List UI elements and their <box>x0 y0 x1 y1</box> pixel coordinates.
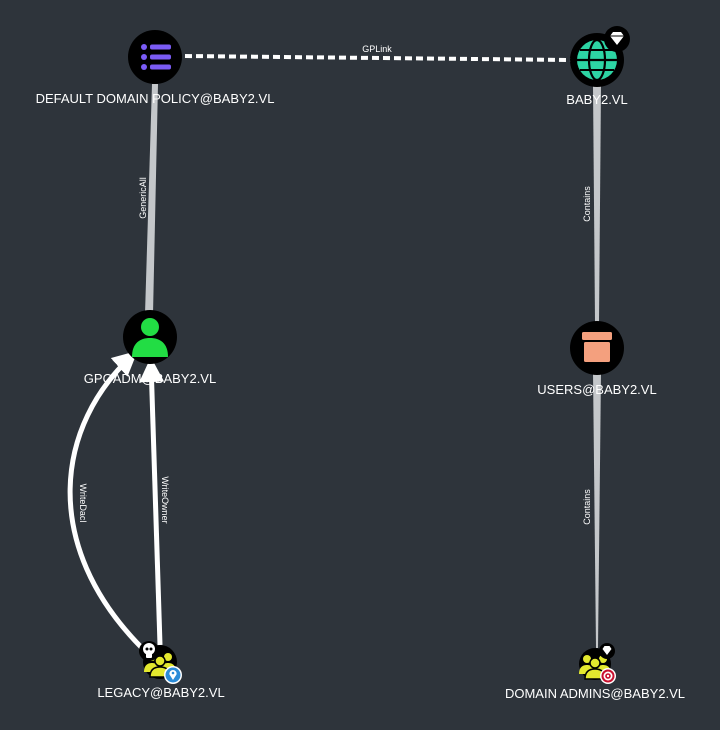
location-pin-icon <box>164 666 182 684</box>
edge-label-gplink: GPLink <box>362 44 392 54</box>
edge-contains-domain-admins[interactable]: Contains <box>582 372 601 648</box>
node-label-users-container: USERS@BABY2.VL <box>537 382 656 397</box>
user-icon <box>132 318 168 357</box>
edge-writeowner[interactable]: WriteOwner <box>139 357 170 646</box>
node-domain-admins[interactable]: DOMAIN ADMINS@BABY2.VL <box>505 643 685 701</box>
edge-label-genericall: GenericAll <box>138 177 148 219</box>
node-label-legacy: LEGACY@BABY2.VL <box>97 685 224 700</box>
globe-icon <box>577 38 617 82</box>
node-default-domain-policy[interactable]: DEFAULT DOMAIN POLICY@BABY2.VL <box>36 30 275 106</box>
node-gpoadm[interactable]: GPOADM@BABY2.VL <box>84 310 216 386</box>
node-label-default-domain-policy: DEFAULT DOMAIN POLICY@BABY2.VL <box>36 91 275 106</box>
gem-icon <box>599 643 615 659</box>
edge-label-writedacl: WriteDacl <box>78 484 88 523</box>
edge-label-contains-domain-admins: Contains <box>582 489 592 525</box>
container-icon <box>582 332 612 362</box>
edge-gplink[interactable]: GPLink <box>184 44 573 62</box>
skull-icon <box>139 641 159 661</box>
edge-writedacl[interactable]: WriteDacl <box>67 350 144 650</box>
edge-genericall[interactable]: GenericAll <box>138 84 158 314</box>
node-users-container[interactable]: USERS@BABY2.VL <box>537 321 657 397</box>
edge-contains-users[interactable]: Contains <box>582 86 601 322</box>
target-icon <box>600 668 616 684</box>
edge-label-writeowner: WriteOwner <box>160 476 170 523</box>
gem-icon <box>604 26 630 52</box>
node-legacy[interactable]: LEGACY@BABY2.VL <box>97 641 225 700</box>
node-label-gpoadm: GPOADM@BABY2.VL <box>84 371 216 386</box>
node-label-domain-admins: DOMAIN ADMINS@BABY2.VL <box>505 686 685 701</box>
node-baby2-domain[interactable]: BABY2.VL <box>566 26 630 107</box>
node-label-baby2-domain: BABY2.VL <box>566 92 627 107</box>
edge-label-contains-users: Contains <box>582 186 592 222</box>
list-icon <box>141 44 171 70</box>
